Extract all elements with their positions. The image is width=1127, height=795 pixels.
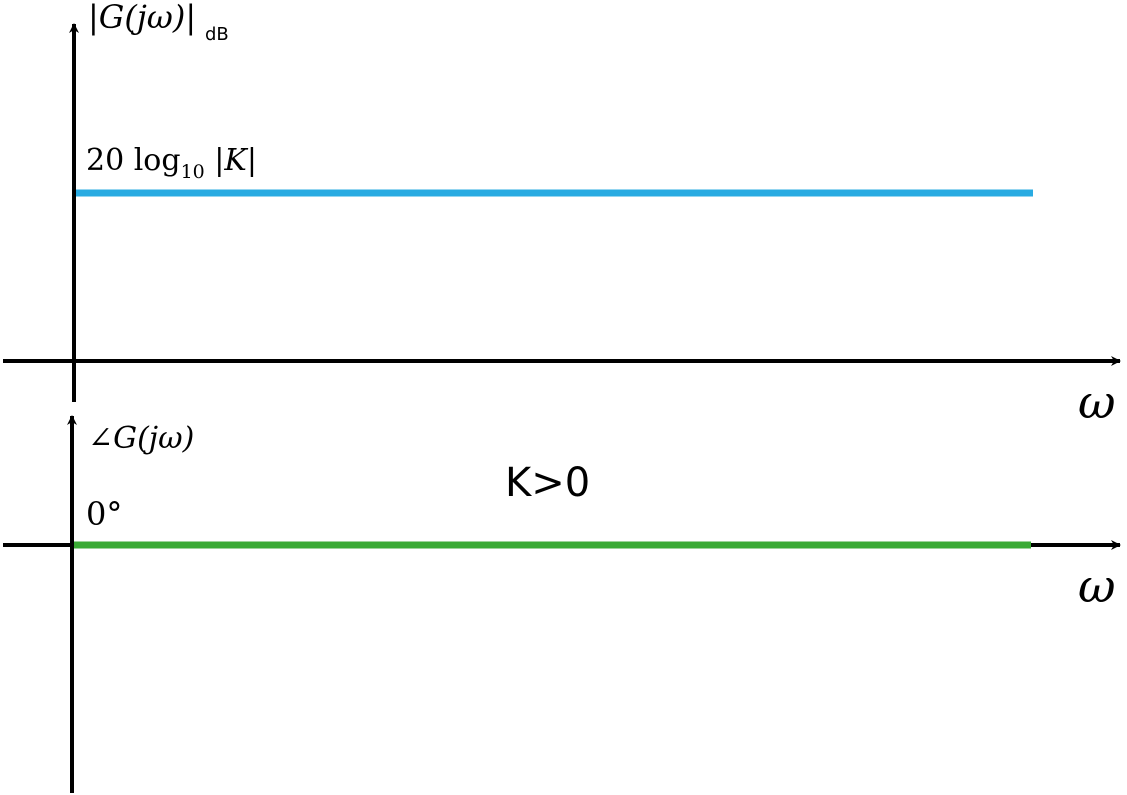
- magnitude-x-axis-label: ω: [1078, 375, 1116, 429]
- phase-plot: ∠G(jω) 0° ω: [3, 415, 1121, 793]
- condition-label: K>0: [505, 460, 590, 506]
- magnitude-y-axis-label-unit: dB: [205, 24, 229, 45]
- phase-y-axis-label: ∠G(jω): [88, 421, 194, 456]
- magnitude-plot: |G(jω)| dB 20 log10 |K| ω: [3, 0, 1121, 429]
- phase-x-axis-label: ω: [1078, 559, 1116, 613]
- magnitude-level-label: 20 log10 |K|: [86, 143, 257, 183]
- magnitude-y-axis-label: |G(jω)|: [88, 0, 196, 36]
- phase-level-label: 0°: [86, 495, 122, 533]
